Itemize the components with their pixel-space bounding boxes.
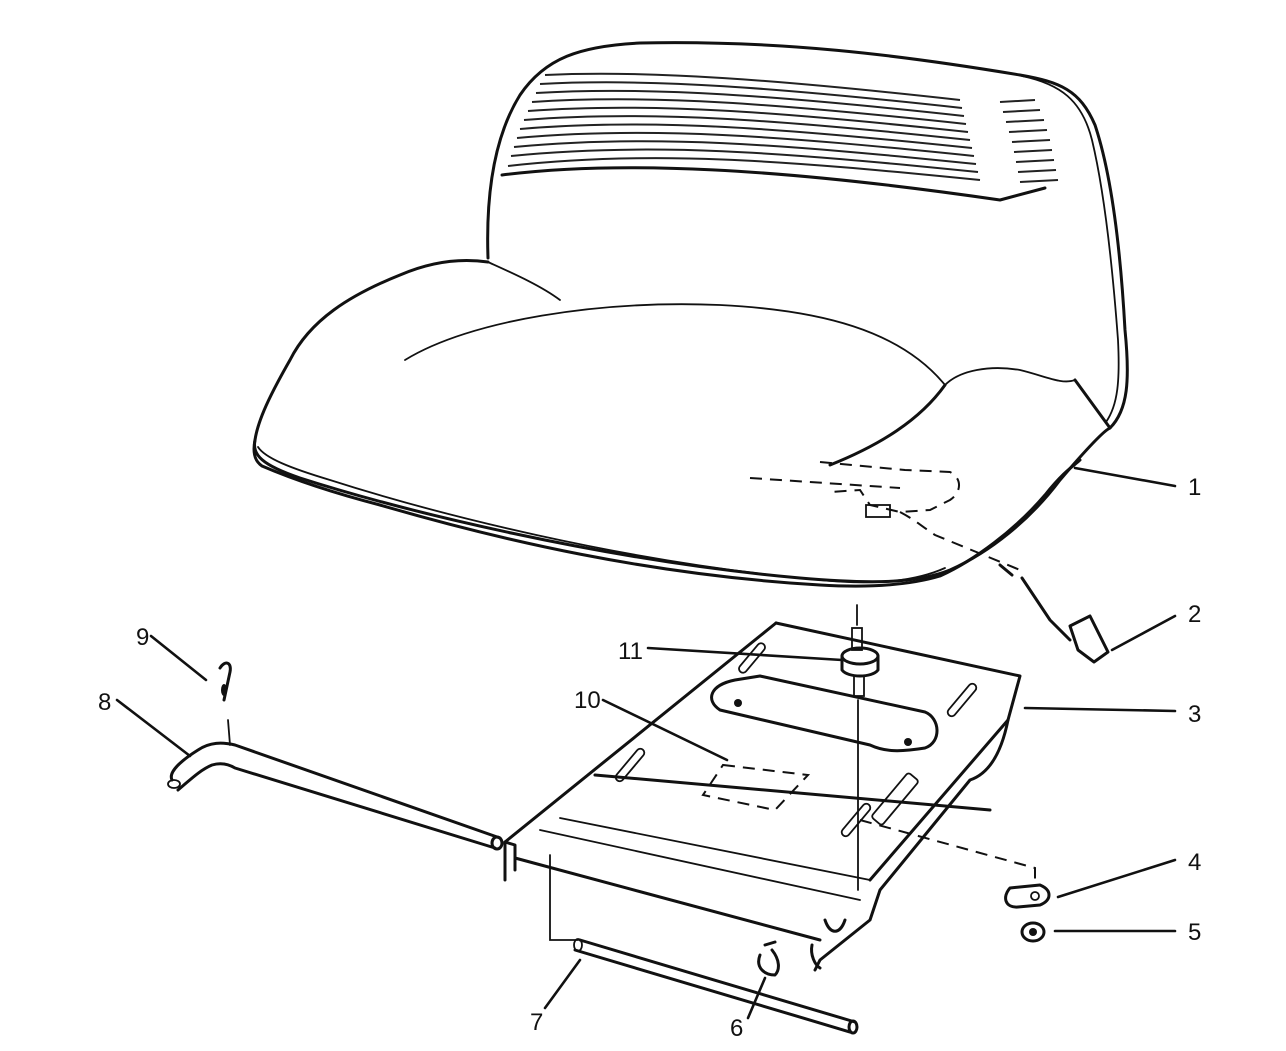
seat-rod-part: [167, 661, 504, 851]
callout-11: 11: [618, 638, 643, 665]
callout-5: 5: [1188, 919, 1201, 946]
callout-10: 10: [574, 687, 601, 714]
callout-9: 9: [136, 624, 149, 651]
isolator-mount-part: [840, 604, 880, 891]
callout-1: 1: [1188, 474, 1201, 501]
callout-7: 7: [530, 1009, 543, 1036]
seat-back-ribs: [500, 72, 1059, 202]
pivot-rod-part: [549, 854, 859, 1035]
seat-part: [252, 41, 1129, 664]
callout-4: 4: [1188, 849, 1201, 876]
callouts: 1 2 3 4 5 6 7 8 9 10 11: [98, 466, 1201, 1042]
callout-2: 2: [1188, 601, 1201, 628]
callout-6: 6: [730, 1015, 743, 1042]
bracket-and-nut-part: [859, 819, 1051, 943]
callout-8: 8: [98, 689, 111, 716]
seat-pan-part: [503, 621, 1022, 972]
callout-3: 3: [1188, 701, 1201, 728]
